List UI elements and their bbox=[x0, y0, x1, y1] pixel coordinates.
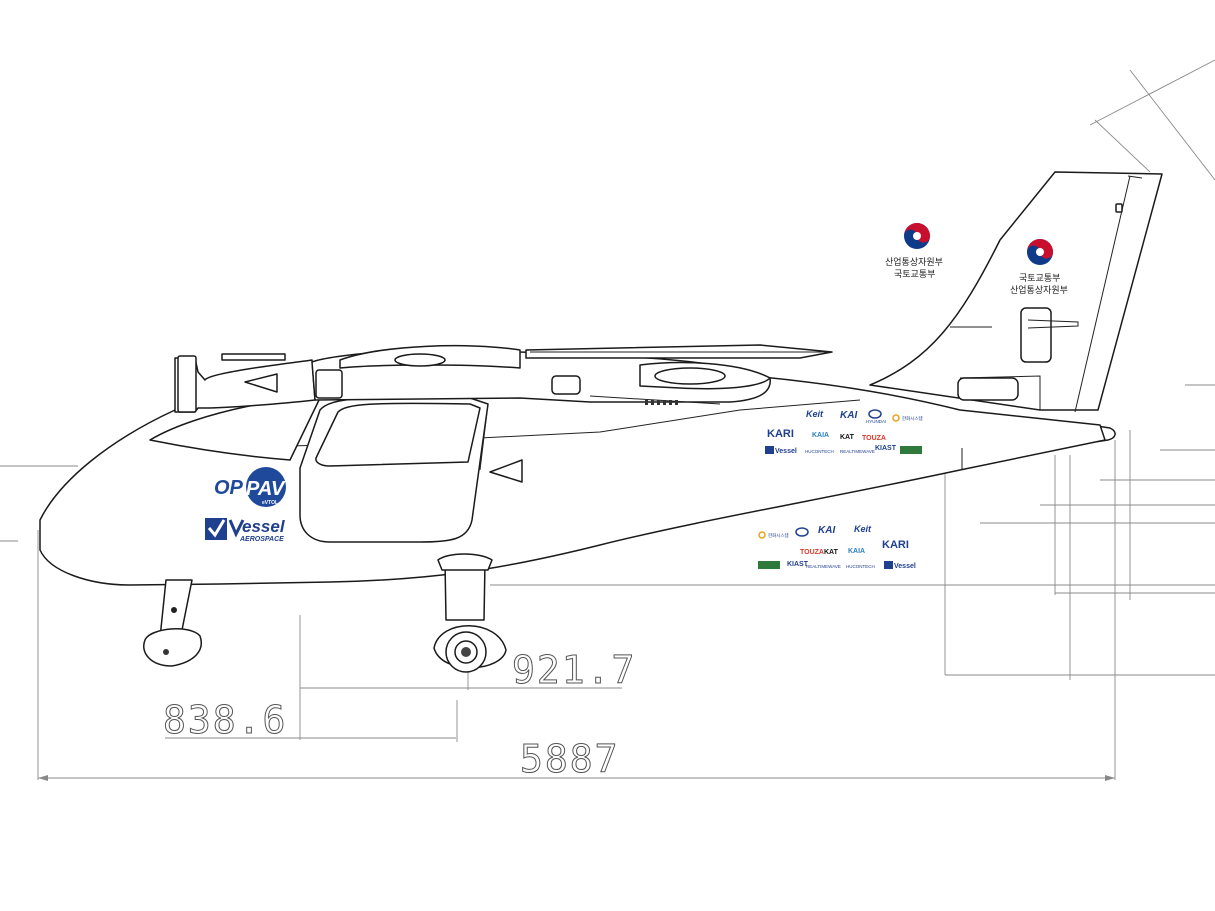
vent-grille bbox=[645, 400, 678, 405]
dimension-5887-label: 5887 bbox=[520, 737, 620, 781]
sponsor-hucontech-lower: HUCONTECH bbox=[846, 564, 875, 569]
emblem-right-line2: 산업통상자원부 bbox=[1010, 285, 1068, 296]
sponsor-kaia: KAIA bbox=[812, 432, 829, 439]
taegeuk-emblem-icon bbox=[904, 223, 930, 249]
sponsor-vessel-small: Vessel bbox=[775, 448, 797, 455]
sponsor-kiast: KIAST bbox=[875, 445, 897, 452]
nose-landing-gear bbox=[143, 579, 202, 667]
canopy bbox=[149, 396, 523, 543]
sponsor-kai: KAI bbox=[840, 410, 857, 421]
rotor-nacelle bbox=[174, 344, 833, 413]
vessel-aerospace-logo: essel AEROSPACE bbox=[205, 517, 286, 543]
government-emblem-left: 산업통상자원부 국토교통부 bbox=[885, 223, 943, 280]
vessel-sub-text: AEROSPACE bbox=[239, 536, 284, 543]
sponsor-hyundai: HYUNDAI bbox=[866, 419, 886, 424]
main-landing-gear bbox=[433, 553, 507, 673]
oppav-op-text: OP bbox=[214, 477, 244, 499]
emblem-left-line1: 산업통상자원부 bbox=[885, 257, 943, 268]
vertical-tail bbox=[869, 171, 1163, 413]
dimension-838-label: 838.6 bbox=[163, 698, 287, 742]
sponsor-kari-lower: KARI bbox=[882, 539, 909, 551]
vessel-name-text: essel bbox=[242, 517, 286, 536]
sponsor-keit-lower: Keit bbox=[854, 524, 872, 534]
sponsor-hanwha-lower: 한화시스템 bbox=[768, 532, 789, 539]
sponsor-hucontech: HUCONTECH bbox=[805, 449, 834, 454]
sponsor-keit: Keit bbox=[806, 409, 824, 419]
emblem-left-line2: 국토교통부 bbox=[894, 269, 935, 280]
taegeuk-emblem-icon bbox=[1027, 239, 1053, 265]
sponsor-touza: TOUZA bbox=[862, 435, 886, 442]
oppav-vtol-text: eVTOL bbox=[262, 500, 278, 506]
emblem-right-line1: 국토교통부 bbox=[1019, 273, 1060, 284]
sponsor-kai-lower: KAI bbox=[818, 525, 835, 536]
dimension-921-label: 921.7 bbox=[512, 648, 636, 692]
oppav-pav-text: PAV bbox=[246, 478, 286, 500]
sponsor-realtimewave-lower: REALTIMEWAVE bbox=[806, 564, 841, 569]
sponsor-kaia-lower: KAIA bbox=[848, 548, 865, 555]
sponsor-realtimewave: REALTIMEWAVE bbox=[840, 449, 875, 454]
oppav-logo: OP PAV eVTOL bbox=[214, 467, 286, 507]
sponsor-kiast-lower: KIAST bbox=[787, 561, 809, 568]
sponsor-hanwha: 한화시스템 bbox=[902, 415, 923, 422]
sponsor-touza-lower: TOUZA bbox=[800, 549, 824, 556]
sponsor-kari: KARI bbox=[767, 428, 794, 440]
sponsor-kat-lower: KAT bbox=[824, 549, 839, 556]
sponsor-logos-upper: Keit KAI HYUNDAI 한화시스템 KARI KAIA KAT TOU… bbox=[765, 409, 923, 455]
government-emblem-right: 국토교통부 산업통상자원부 bbox=[1010, 239, 1068, 296]
sponsor-vessel-small-lower: Vessel bbox=[894, 563, 916, 570]
sponsor-logos-lower: 한화시스템 KAI Keit KARI TOUZA KAT KAIA KIAST… bbox=[758, 524, 916, 570]
sponsor-kat: KAT bbox=[840, 434, 855, 441]
construction-lines bbox=[0, 59, 1215, 781]
